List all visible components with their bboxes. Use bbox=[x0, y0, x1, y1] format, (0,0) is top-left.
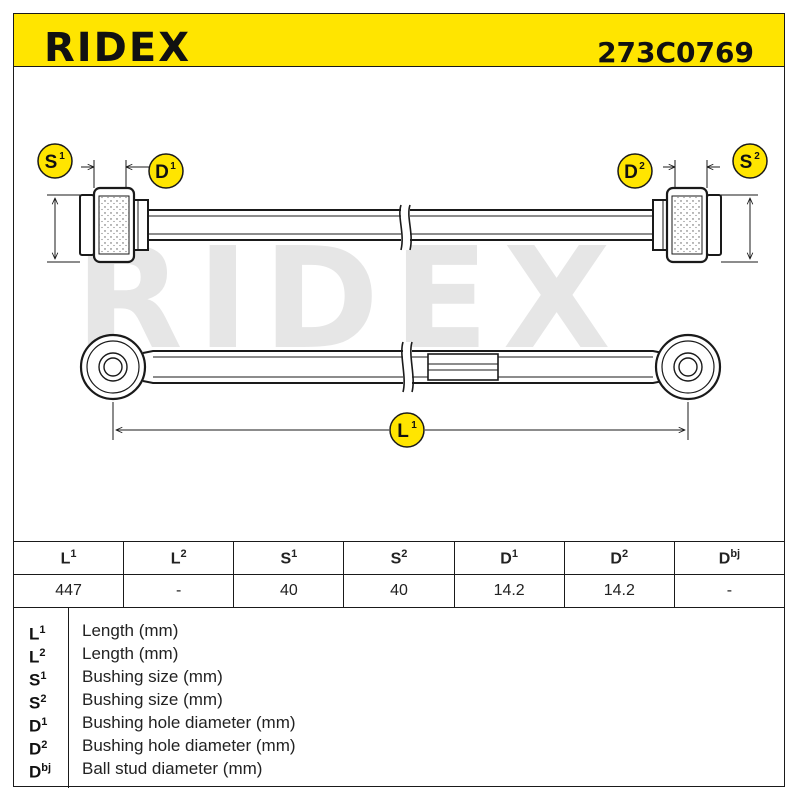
legend-text: Length (mm) bbox=[82, 621, 179, 640]
legend-symbol: L1 bbox=[29, 624, 46, 644]
svg-text:2: 2 bbox=[754, 151, 760, 162]
spec-header-d2: D2 bbox=[563, 541, 675, 575]
svg-text:1: 1 bbox=[170, 161, 176, 172]
spec-header-l2: L2 bbox=[123, 541, 235, 575]
spec-value-s2: 40 bbox=[343, 574, 455, 608]
legend-text: Bushing size (mm) bbox=[82, 667, 223, 686]
legend-divider bbox=[68, 608, 69, 788]
spec-header-d1: D1 bbox=[453, 541, 565, 575]
top-view bbox=[47, 160, 758, 264]
svg-text:D: D bbox=[624, 162, 638, 183]
legend-item: L1 Length (mm) bbox=[13, 619, 785, 644]
part-number: 273C0769 bbox=[597, 36, 754, 69]
svg-text:S: S bbox=[740, 152, 753, 173]
brand-logo: RIDEX bbox=[44, 25, 192, 71]
legend-symbol: Dbj bbox=[29, 762, 52, 782]
label-s2: S 2 bbox=[732, 143, 768, 179]
spec-header-row: L1 L2 S1 S2 D1 D2 Dbj bbox=[12, 541, 786, 575]
spec-value-l2: - bbox=[123, 574, 235, 608]
svg-text:2: 2 bbox=[639, 161, 645, 172]
side-view bbox=[79, 333, 722, 440]
legend-item: Dbj Ball stud diameter (mm) bbox=[13, 757, 785, 782]
spec-header-l1: L1 bbox=[12, 541, 125, 575]
svg-text:1: 1 bbox=[59, 151, 65, 162]
technical-diagram: RIDEX bbox=[13, 67, 785, 543]
watermark: RIDEX bbox=[75, 218, 625, 381]
label-s1: S 1 bbox=[37, 143, 73, 179]
legend-symbol: S1 bbox=[29, 670, 47, 690]
spec-table: L1 L2 S1 S2 D1 D2 Dbj 447 - 40 40 14.2 1… bbox=[12, 541, 786, 608]
spec-value-row: 447 - 40 40 14.2 14.2 - bbox=[12, 574, 786, 608]
svg-text:L: L bbox=[397, 421, 409, 442]
legend-item: D1 Bushing hole diameter (mm) bbox=[13, 711, 785, 736]
label-d1: D 1 bbox=[148, 153, 184, 189]
legend-symbol: D1 bbox=[29, 716, 48, 736]
legend-item: L2 Length (mm) bbox=[13, 642, 785, 667]
spec-value-dbj: - bbox=[673, 574, 786, 608]
spec-header-s1: S1 bbox=[233, 541, 345, 575]
legend-text: Bushing hole diameter (mm) bbox=[82, 713, 296, 732]
arm-drawing: S 1 D 1 D 2 S 2 L 1 bbox=[37, 143, 768, 448]
legend: L1 Length (mm) L2 Length (mm) S1 Bushing… bbox=[13, 607, 785, 788]
legend-item: S2 Bushing size (mm) bbox=[13, 688, 785, 713]
legend-symbol: S2 bbox=[29, 693, 47, 713]
legend-text: Bushing size (mm) bbox=[82, 690, 223, 709]
spec-value-s1: 40 bbox=[233, 574, 345, 608]
legend-symbol: D2 bbox=[29, 739, 48, 759]
svg-text:D: D bbox=[155, 162, 169, 183]
legend-text: Length (mm) bbox=[82, 644, 179, 663]
spec-value-d2: 14.2 bbox=[563, 574, 675, 608]
legend-symbol: L2 bbox=[29, 647, 46, 667]
legend-item: S1 Bushing size (mm) bbox=[13, 665, 785, 690]
legend-text: Bushing hole diameter (mm) bbox=[82, 736, 296, 755]
spec-header-s2: S2 bbox=[343, 541, 455, 575]
svg-text:1: 1 bbox=[411, 420, 417, 431]
spec-header-dbj: Dbj bbox=[673, 541, 786, 575]
label-l1: L 1 bbox=[389, 412, 425, 448]
legend-item: D2 Bushing hole diameter (mm) bbox=[13, 734, 785, 759]
header-bar: RIDEX 273C0769 bbox=[13, 13, 785, 71]
legend-text: Ball stud diameter (mm) bbox=[82, 759, 263, 778]
label-d2: D 2 bbox=[617, 153, 653, 189]
svg-text:S: S bbox=[45, 152, 58, 173]
spec-value-l1: 447 bbox=[12, 574, 125, 608]
spec-value-d1: 14.2 bbox=[453, 574, 565, 608]
